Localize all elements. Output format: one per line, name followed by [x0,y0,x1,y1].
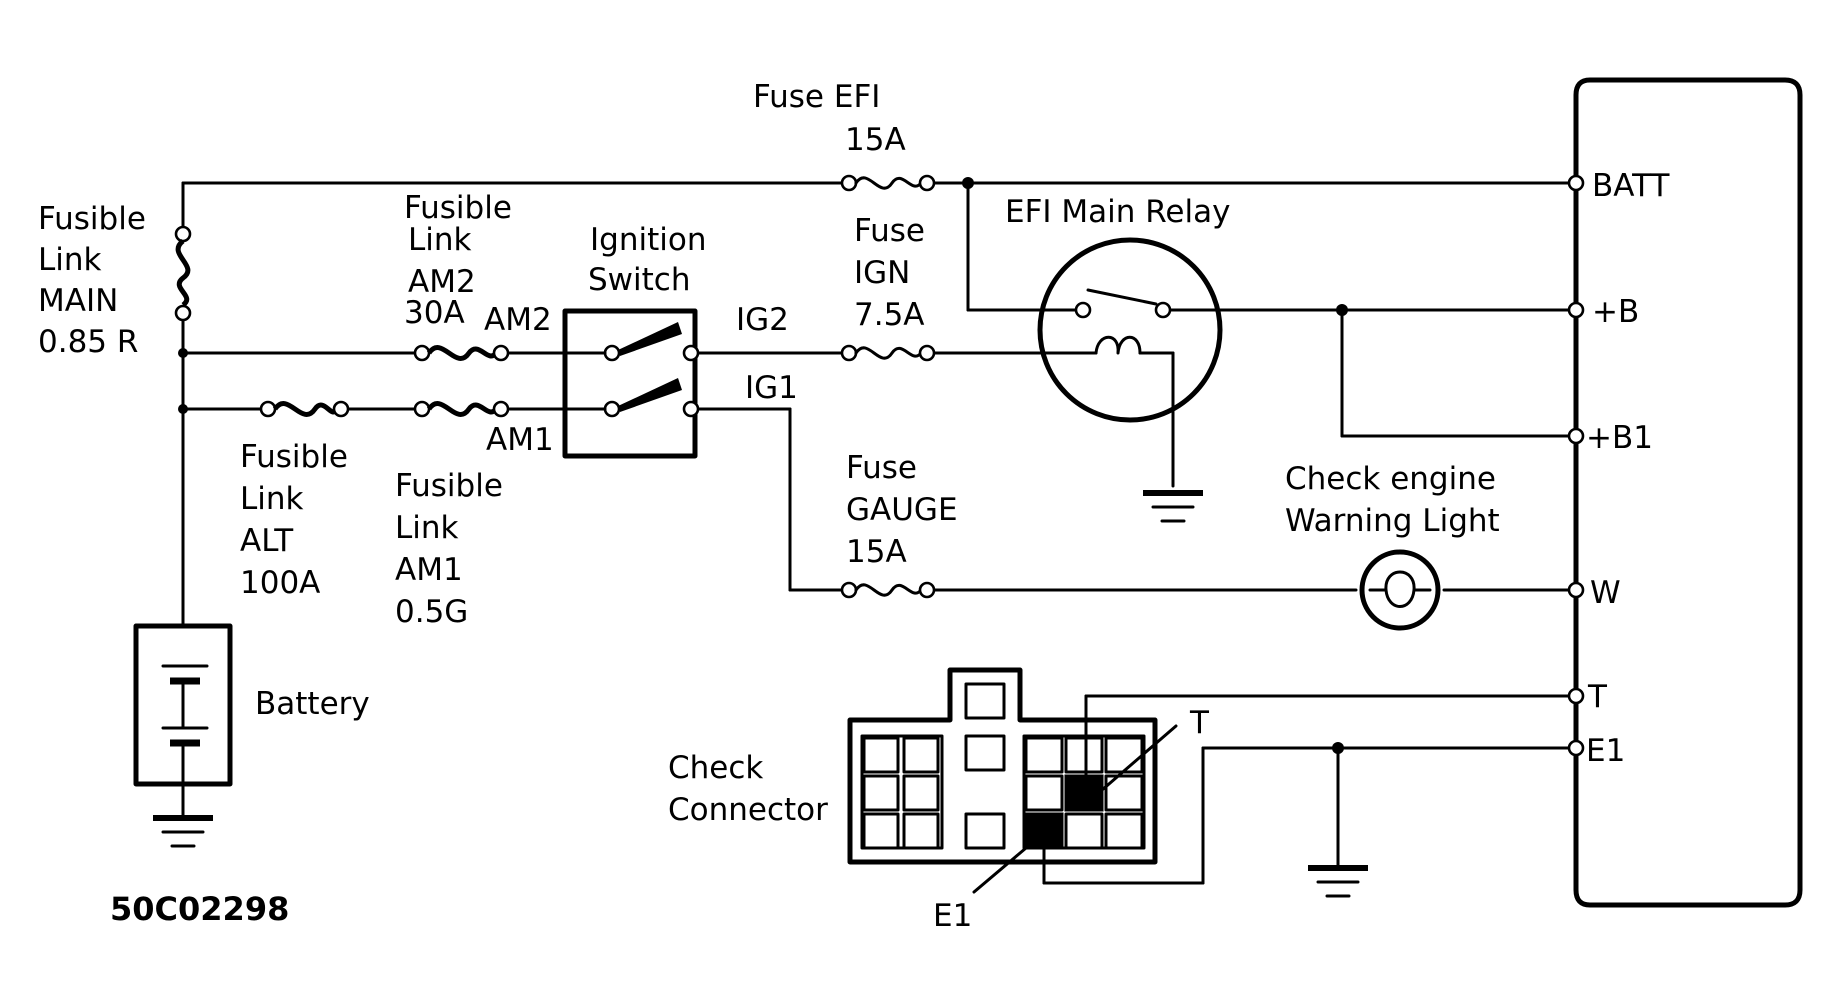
ecu-terminal-e1: E1 [1586,733,1625,769]
connector-e1-label: E1 [933,898,972,934]
fusible-link-main-rating: 0.85 R [38,324,138,360]
fusible-link-am2-rating: 30A [404,295,465,331]
connector-t-label: T [1189,705,1210,741]
check-engine-light [1359,549,1441,631]
ground-e1 [1308,865,1368,898]
fuse-gauge [840,581,936,599]
ecu-terminal-batt: BATT [1592,168,1670,204]
wires [181,181,1578,885]
am2-terminal-label: AM2 [484,302,552,338]
ecu-box [1567,77,1803,908]
fusible-link-am2 [413,344,510,362]
fuse-efi-label: Fuse EFI [753,79,880,115]
fusible-link-am2-label-3: AM2 [408,264,476,300]
fusible-link-main [174,225,192,322]
ignition-switch-label-1: Ignition [590,222,706,258]
am1-terminal-label: AM1 [486,422,554,458]
efi-main-relay [1037,237,1223,488]
ecu-terminal-plus-b: +B [1592,294,1639,330]
fusible-link-am1-label-1: Fusible [395,468,503,504]
ground-relay [1143,490,1203,523]
fuse-gauge-label-1: Fuse [846,450,917,486]
fusible-link-main-label-2: Link [38,242,102,278]
check-connector [847,667,1178,894]
fusible-link-alt-label-1: Fusible [240,439,348,475]
ignition-switch-label-2: Switch [588,262,691,298]
fuse-ign-label-2: IGN [854,255,910,291]
fusible-link-am2-label-2: Link [408,222,472,258]
fusible-link-am1-label-3: AM1 [395,552,463,588]
fusible-link-alt-label-3: ALT [240,523,294,559]
fuse-gauge-rating: 15A [846,534,907,570]
ig2-terminal-label: IG2 [736,302,789,338]
labels: Fuse EFI 15A Fusible Link MAIN 0.85 R Fu… [38,79,1670,934]
fuse-gauge-label-2: GAUGE [846,492,958,528]
fusible-link-am1-rating: 0.5G [395,594,468,630]
ground-battery [153,815,213,848]
fusible-link-am1 [413,400,510,418]
fusible-link-alt-rating: 100A [240,565,320,601]
check-connector-label-1: Check [668,750,763,786]
fusible-link-alt [259,400,350,418]
fusible-link-alt-label-2: Link [240,481,304,517]
ecu-terminal-w: W [1590,575,1621,611]
junction-dots [178,177,1348,754]
figure-code: 50C02298 [110,890,289,928]
ignition-switch [562,308,700,459]
fusible-link-main-label-1: Fusible [38,201,146,237]
fusible-link-am2-label-1: Fusible [404,190,512,226]
fuse-efi-rating: 15A [845,122,906,158]
check-connector-label-2: Connector [668,792,828,828]
fuse-ign-rating: 7.5A [854,297,925,333]
fuse-ign [840,344,936,362]
fusible-link-main-label-3: MAIN [38,283,118,319]
fuse-ign-label-1: Fuse [854,213,925,249]
check-engine-label-1: Check engine [1285,461,1496,497]
fuse-efi [840,174,936,192]
battery [133,623,233,818]
ecu-terminal-plus-b1: +B1 [1586,420,1653,456]
efi-main-relay-label: EFI Main Relay [1005,194,1230,230]
fusible-link-am1-label-2: Link [395,510,459,546]
ig1-terminal-label: IG1 [745,370,798,406]
ecu-terminal-t: T [1587,679,1608,715]
battery-label: Battery [255,686,370,722]
check-engine-label-2: Warning Light [1285,503,1500,539]
